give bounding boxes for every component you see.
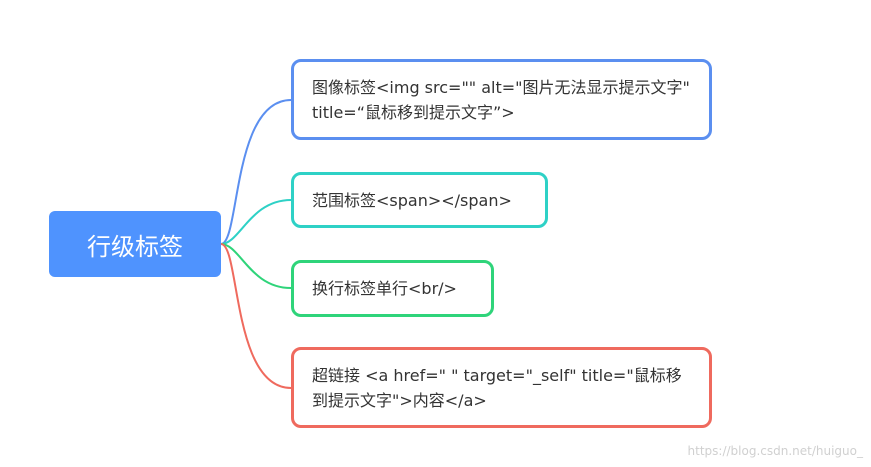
- branch-node-a: 超链接 <a href=" " target="_self" title="鼠标…: [291, 347, 712, 428]
- root-node-label: 行级标签: [87, 232, 183, 261]
- branch-node-img: 图像标签<img src="" alt="图片无法显示提示文字" title=“…: [291, 59, 712, 140]
- branch-node-br: 换行标签单行<br/>: [291, 260, 494, 317]
- branch-node-br-label: 换行标签单行<br/>: [312, 279, 457, 298]
- connector-branch-3: [220, 243, 292, 289]
- watermark-url: https://blog.csdn.net/huiguo_: [687, 444, 863, 458]
- branch-node-img-label: 图像标签<img src="" alt="图片无法显示提示文字" title=“…: [312, 77, 690, 122]
- connector-branch-2: [220, 199, 292, 245]
- connector-branch-1: [220, 99, 292, 245]
- branch-node-a-label: 超链接 <a href=" " target="_self" title="鼠标…: [312, 365, 682, 410]
- connector-branch-4: [220, 243, 292, 389]
- branch-node-span-label: 范围标签<span></span>: [312, 190, 512, 210]
- root-node: 行级标签: [49, 211, 221, 277]
- branch-node-span: 范围标签<span></span>: [291, 172, 548, 228]
